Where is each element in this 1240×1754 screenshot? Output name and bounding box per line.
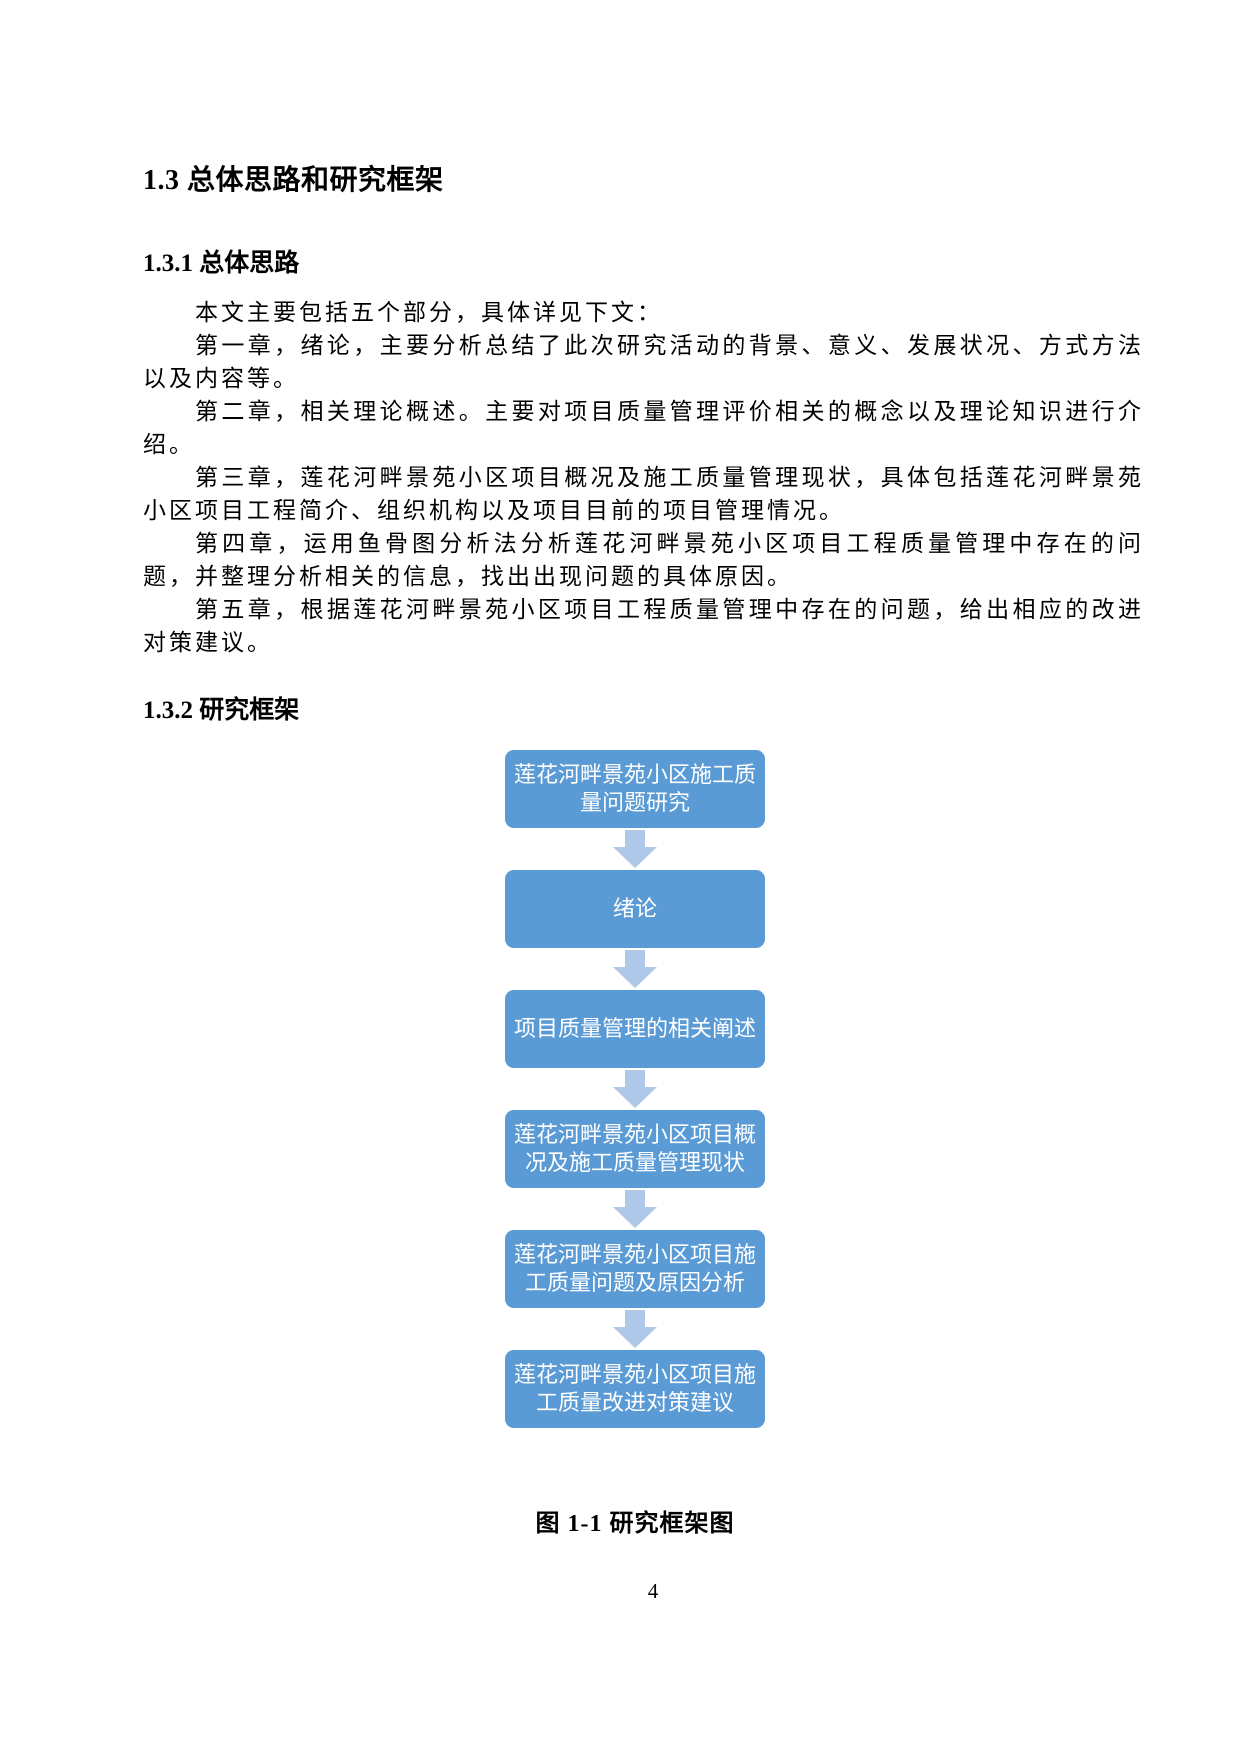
flow-node-improvement-suggestions: 莲花河畔景苑小区项目施工质量改进对策建议	[505, 1350, 765, 1428]
down-arrow-stem	[625, 950, 645, 967]
flow-node-introduction: 绪论	[505, 870, 765, 948]
research-framework-flowchart: 莲花河畔景苑小区施工质量问题研究 绪论 项目质量管理的相关阐述 莲花河畔景苑小区…	[505, 750, 765, 1428]
down-arrow-icon	[613, 830, 657, 868]
down-arrow-head	[613, 1327, 657, 1348]
down-arrow-icon	[613, 950, 657, 988]
section-heading: 1.3 总体思路和研究框架	[143, 165, 444, 196]
down-arrow-stem	[625, 1190, 645, 1207]
body-paragraph-chapter4: 第四章，运用鱼骨图分析法分析莲花河畔景苑小区项目工程质量管理中存在的问题，并整理…	[143, 531, 1144, 589]
page-number: 4	[647, 1579, 659, 1603]
down-arrow-icon	[613, 1310, 657, 1348]
down-arrow-head	[613, 1087, 657, 1108]
body-paragraph-intro: 本文主要包括五个部分，具体详见下文：	[195, 300, 663, 325]
body-paragraph-chapter3: 第三章，莲花河畔景苑小区项目概况及施工质量管理现状，具体包括莲花河畔景苑小区项目…	[143, 465, 1144, 523]
down-arrow-head	[613, 967, 657, 988]
subsection-heading-overall-idea: 1.3.1 总体思路	[143, 250, 300, 277]
subsection-heading-research-framework: 1.3.2 研究框架	[143, 697, 300, 724]
down-arrow-icon	[613, 1190, 657, 1228]
body-paragraph-chapter1: 第一章，绪论，主要分析总结了此次研究活动的背景、意义、发展状况、方式方法以及内容…	[143, 333, 1144, 391]
flow-node-problem-analysis: 莲花河畔景苑小区项目施工质量问题及原因分析	[505, 1230, 765, 1308]
down-arrow-head	[613, 1207, 657, 1228]
down-arrow-icon	[613, 1070, 657, 1108]
flow-node-theory-overview: 项目质量管理的相关阐述	[505, 990, 765, 1068]
down-arrow-stem	[625, 1310, 645, 1327]
down-arrow-stem	[625, 1070, 645, 1087]
body-paragraph-chapter5: 第五章，根据莲花河畔景苑小区项目工程质量管理中存在的问题，给出相应的改进对策建议…	[143, 597, 1144, 655]
down-arrow-head	[613, 847, 657, 868]
down-arrow-stem	[625, 830, 645, 847]
figure-caption: 图 1-1 研究框架图	[535, 1511, 735, 1537]
body-paragraph-chapter2: 第二章，相关理论概述。主要对项目质量管理评价相关的概念以及理论知识进行介绍。	[143, 399, 1144, 457]
body-text: 本文主要包括五个部分，具体详见下文： 第一章，绪论，主要分析总结了此次研究活动的…	[143, 296, 1144, 659]
flow-node-research-topic: 莲花河畔景苑小区施工质量问题研究	[505, 750, 765, 828]
flow-node-project-status: 莲花河畔景苑小区项目概况及施工质量管理现状	[505, 1110, 765, 1188]
